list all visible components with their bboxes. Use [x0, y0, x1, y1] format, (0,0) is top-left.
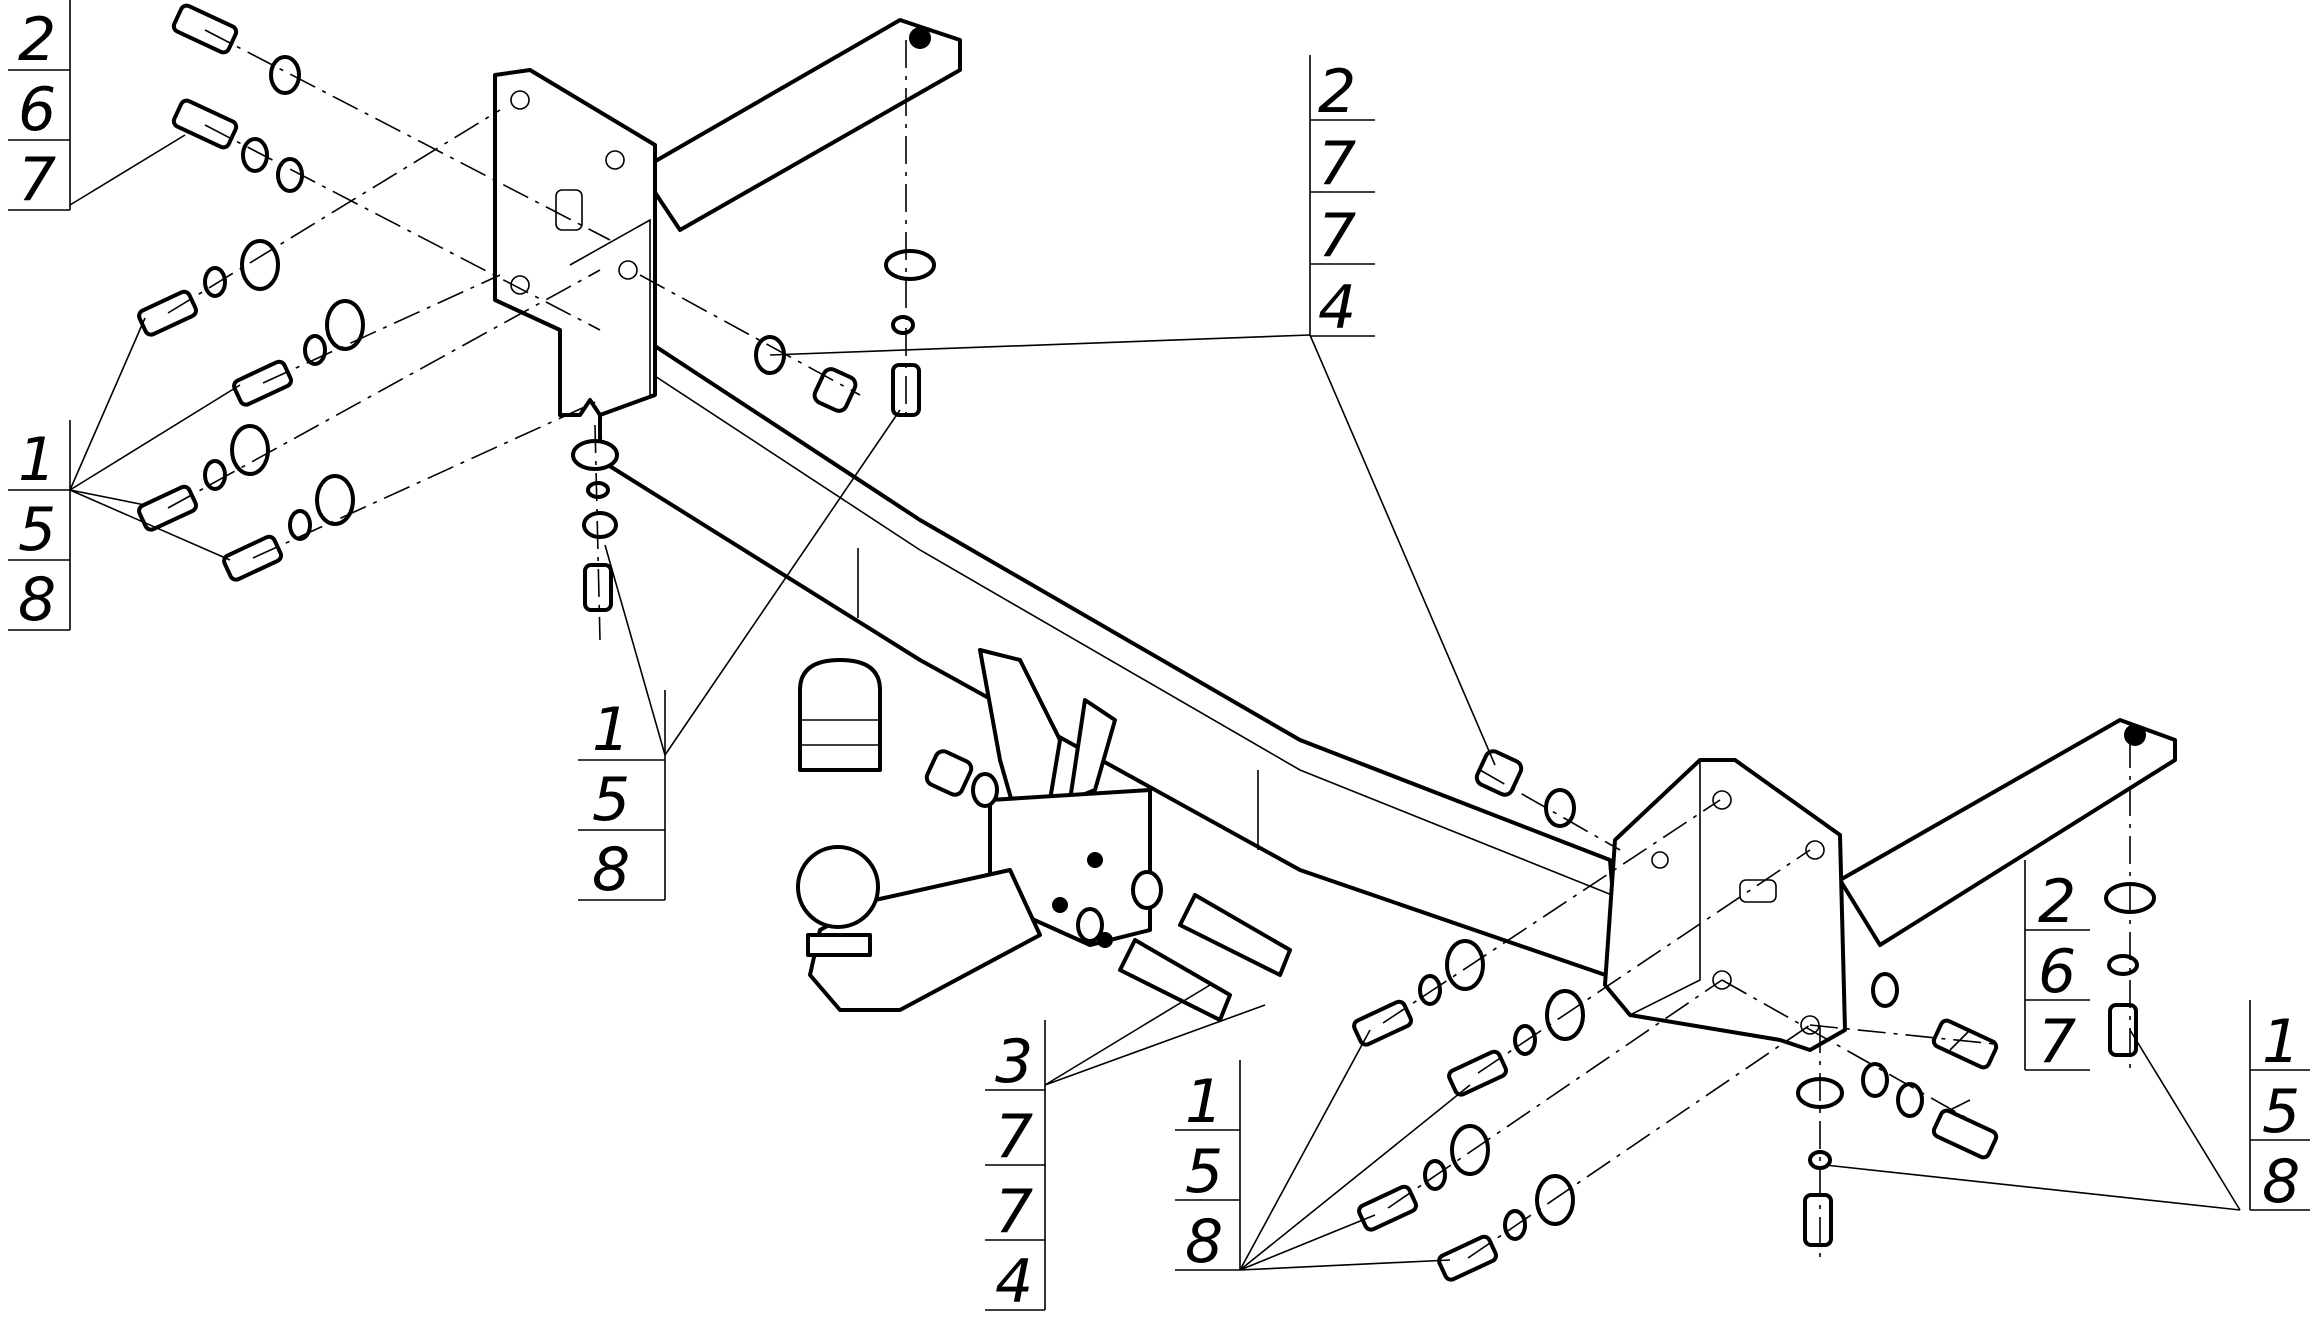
callout-number: 8: [1185, 1207, 1223, 1277]
callout-number: 7: [1318, 201, 1356, 271]
fasteners: [137, 3, 2156, 1282]
callout-number: 6: [2038, 937, 2076, 1007]
callout-top-center: 2 7 7 4: [1309, 55, 1375, 343]
callout-number: 7: [1318, 129, 1356, 199]
callout-number: 5: [592, 765, 630, 835]
leader-lines: [69, 134, 2241, 1271]
callout-number: 7: [2038, 1007, 2076, 1077]
right-mounting-plate: [1603, 758, 1847, 1052]
callout-number: 7: [995, 1102, 1033, 1172]
callout-number: 7: [995, 1177, 1033, 1247]
callout-number: 2: [1318, 57, 1356, 127]
callout-number: 4: [995, 1247, 1033, 1317]
callout-ball-mount: 3 7 7 4: [985, 1020, 1046, 1317]
callout-number: 1: [18, 425, 56, 495]
callout-far-right: 1 5 8: [2249, 1000, 2310, 1217]
callout-number: 8: [592, 835, 630, 905]
left-side-arm: [638, 18, 962, 232]
callout-number: 8: [2262, 1147, 2300, 1217]
callout-number: 5: [18, 495, 56, 565]
callout-number: 4: [1318, 273, 1356, 343]
callout-top-left: 2 6 7: [8, 0, 71, 215]
centerlines: [167, 29, 2131, 1260]
callout-number: 8: [18, 565, 56, 635]
callout-right-plate: 2 6 7: [2024, 860, 2090, 1077]
callout-bottom-right: 1 5 8: [1175, 1060, 1241, 1277]
callout-number: 3: [995, 1027, 1033, 1097]
callout-number: 2: [2038, 867, 2076, 937]
callout-number: 1: [1185, 1067, 1223, 1137]
callout-number: 7: [18, 145, 56, 215]
callout-number: 5: [2262, 1077, 2300, 1147]
callout-number: 1: [592, 695, 630, 765]
ball-mount-assembly: [796, 648, 1152, 1012]
callout-center-bolts: 1 5 8: [578, 690, 666, 905]
left-mounting-plate: [493, 68, 657, 417]
callout-number: 5: [1185, 1137, 1223, 1207]
callout-number: 6: [18, 75, 56, 145]
callout-number: 1: [2262, 1007, 2300, 1077]
callout-number: 2: [18, 5, 56, 75]
callout-left-plate: 1 5 8: [8, 420, 71, 635]
